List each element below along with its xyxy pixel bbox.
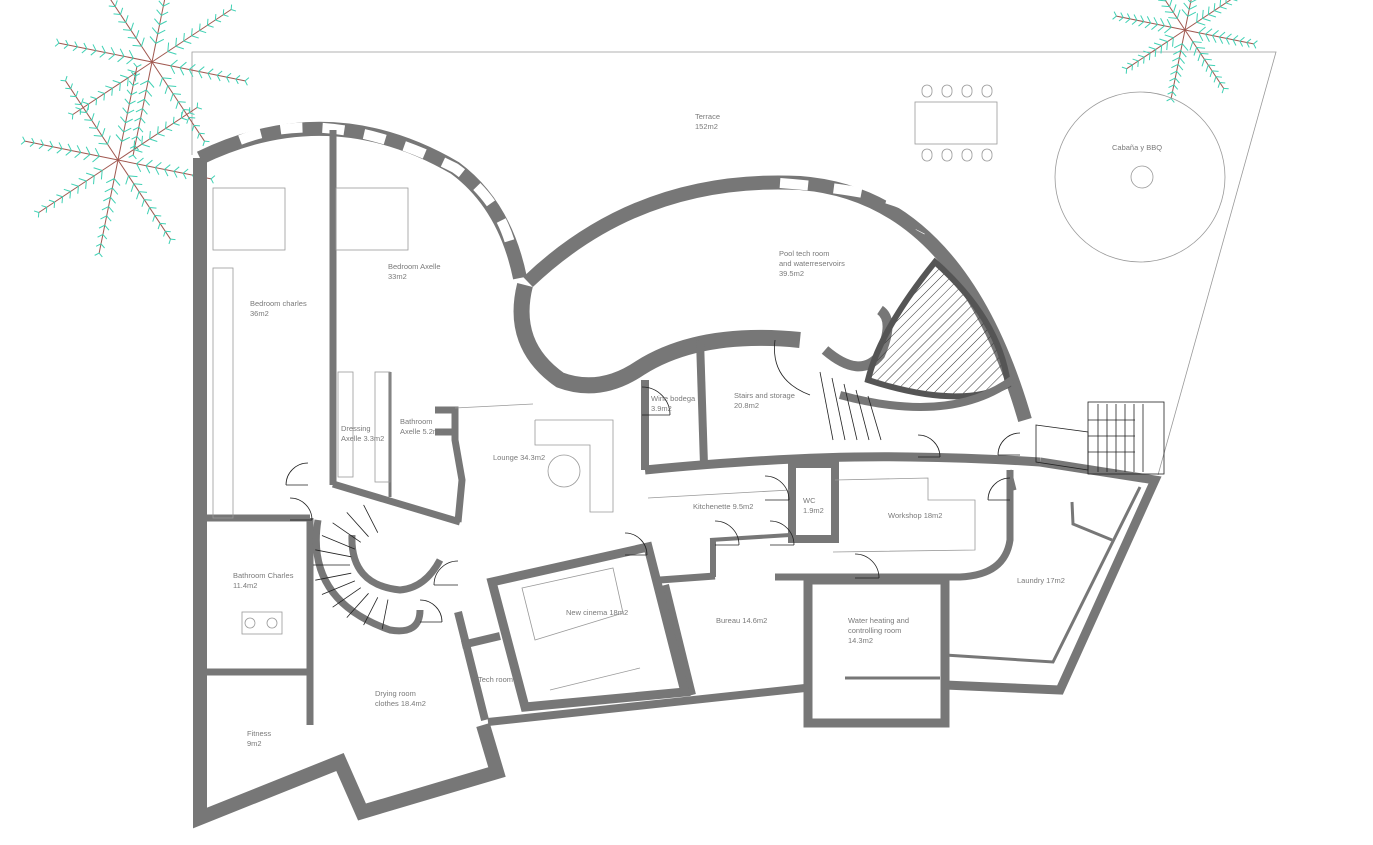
- door-swing-icon: [641, 386, 671, 416]
- room-label-workshop: Workshop 18m2: [888, 511, 942, 520]
- room-label-kitchenette: Kitchenette 9.5m2: [693, 502, 753, 511]
- terrace-outline: [191, 51, 1277, 476]
- palm-tree-icon: [54, 0, 250, 160]
- cabana-circle: [1054, 91, 1226, 263]
- door-swing-icon: [624, 532, 648, 556]
- chair-icon: [961, 84, 973, 98]
- room-label-cabana: Cabaña y BBQ: [1112, 143, 1162, 152]
- room-label-laundry: Laundry 17m2: [1017, 576, 1065, 585]
- door-swing-icon: [917, 434, 941, 458]
- room-label-bureau: Bureau 14.6m2: [716, 616, 767, 625]
- chair-icon: [941, 84, 953, 98]
- chair-icon: [981, 84, 993, 98]
- palm-tree-icon: [20, 62, 216, 258]
- room-label-tech-room: Tech room: [478, 675, 513, 684]
- room-label-new-cinema: New cinema 18m2: [566, 608, 628, 617]
- room-label-lounge: Lounge 34.3m2: [493, 453, 545, 462]
- door-swing-icon: [714, 520, 740, 546]
- door-swing-icon: [769, 520, 795, 546]
- palm-tree-icon: [1112, 0, 1258, 103]
- door-swing-icon: [289, 497, 313, 521]
- door-swing-icon: [419, 599, 443, 623]
- door-swing-icon: [997, 432, 1021, 456]
- door-swing-icon: [285, 462, 309, 486]
- chair-icon: [921, 84, 933, 98]
- chair-icon: [961, 148, 973, 162]
- chair-icon: [921, 148, 933, 162]
- chair-icon: [941, 148, 953, 162]
- walls: [193, 121, 1165, 829]
- door-swing-icon: [987, 477, 1011, 501]
- door-swing-icon: [854, 553, 880, 579]
- door-swing-icon: [764, 475, 790, 501]
- door-swing-icon: [433, 560, 459, 586]
- dining-table-icon: [914, 84, 998, 162]
- chair-icon: [981, 148, 993, 162]
